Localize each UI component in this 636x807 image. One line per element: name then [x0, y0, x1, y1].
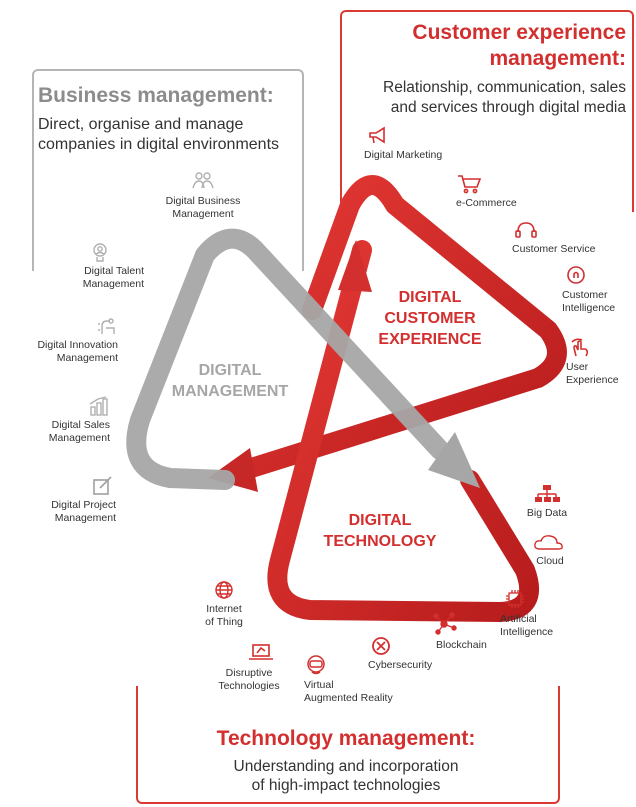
item-disruptive-technologies: Disruptive Technologies	[204, 642, 294, 693]
item-line1: Digital Marketing	[364, 149, 443, 161]
lightbulb-head-icon	[562, 266, 634, 286]
item-line1: Cybersecurity	[368, 659, 433, 671]
technology-description-line2: of high-impact technologies	[251, 777, 441, 794]
item-line1: Big Data	[526, 507, 568, 519]
item-line1: Artificial	[500, 613, 537, 625]
item-digital-sales-management: Digital Sales Management	[14, 396, 110, 445]
item-digital-talent-management: Digital Talent Management	[40, 242, 144, 291]
customer-description-line1: Relationship, communication, sales	[383, 79, 626, 96]
business-description: Direct, organise and manage companies in…	[38, 116, 280, 153]
hierarchy-icon	[512, 484, 582, 504]
item-internet-of-thing: Internet of Thing	[194, 580, 254, 629]
customer-description: Relationship, communication, sales and s…	[340, 78, 626, 118]
customer-box	[340, 10, 634, 212]
item-line1: Internet	[206, 603, 242, 615]
management-triangle	[126, 228, 450, 490]
business-title: Business management:	[38, 84, 274, 107]
item-line2: Intelligence	[562, 302, 616, 314]
vr-headset-icon	[304, 654, 424, 676]
cloud-icon	[520, 532, 580, 552]
item-line1: Digital Project	[51, 499, 116, 511]
item-digital-business-management: Digital Business Management	[128, 170, 278, 221]
item-line2: Management	[172, 208, 234, 220]
item-line1: Digital Sales	[51, 419, 110, 431]
digital-technology-label: DIGITAL TECHNOLOGY	[300, 510, 460, 552]
item-line1: Disruptive	[225, 667, 273, 679]
item-line1: Digital Business	[165, 195, 241, 207]
touch-icon	[566, 338, 634, 358]
management-label-line1: DIGITAL	[198, 362, 262, 379]
item-customer-intelligence: Customer Intelligence	[562, 266, 634, 315]
item-blockchain: Blockchain	[432, 612, 512, 652]
item-line2: Augmented Reality	[304, 692, 393, 704]
item-line2: Intelligence	[500, 626, 554, 638]
item-line1: Blockchain	[436, 639, 487, 651]
headset-icon	[512, 220, 612, 240]
item-line2: Experience	[566, 374, 619, 386]
digital-customer-experience-label: DIGITAL CUSTOMER EXPERIENCE	[360, 287, 500, 350]
item-line1: User	[566, 361, 589, 373]
customer-title-line2: management:	[489, 47, 626, 70]
technology-description-line1: Understanding and incorporation	[233, 758, 459, 775]
tech-label-line1: DIGITAL	[348, 512, 412, 529]
digital-management-label: DIGITAL MANAGEMENT	[150, 360, 310, 402]
management-label-line2: MANAGEMENT	[171, 383, 289, 400]
circuit-icon	[500, 588, 590, 610]
item-digital-marketing: Digital Marketing	[364, 126, 484, 162]
customer-description-line2: and services through digital media	[390, 99, 626, 116]
item-line1: Customer	[562, 289, 608, 301]
customer-title: Customer experience management:	[340, 20, 626, 72]
network-icon	[432, 612, 512, 636]
red-arrowhead-up	[338, 240, 372, 292]
talent-icon	[40, 242, 144, 262]
item-virtual-augmented-reality: Virtual Augmented Reality	[304, 654, 424, 705]
item-big-data: Big Data	[512, 484, 582, 520]
technology-title: Technology management:	[216, 727, 476, 750]
item-line1: Customer Service	[512, 243, 596, 255]
item-line2: Management	[48, 432, 110, 444]
customer-triangle	[235, 175, 567, 480]
item-artificial-intelligence: Artificial Intelligence	[500, 588, 590, 639]
edit-icon	[14, 476, 116, 496]
item-line2: Management	[82, 278, 144, 290]
laptop-icon	[204, 642, 294, 664]
sales-chart-icon	[14, 396, 110, 416]
megaphone-icon	[364, 126, 484, 146]
item-digital-innovation-management: Digital Innovation Management	[14, 316, 118, 365]
item-e-commerce: e-Commerce	[456, 174, 556, 210]
item-line2: Technologies	[218, 680, 280, 692]
item-line2: of Thing	[205, 616, 243, 628]
customer-title-line1: Customer experience	[412, 21, 626, 44]
tech-label-line2: TECHNOLOGY	[323, 533, 437, 550]
innovation-icon	[14, 316, 118, 336]
item-digital-project-management: Digital Project Management	[14, 476, 116, 525]
business-box	[32, 69, 304, 271]
shield-icon	[368, 636, 458, 656]
item-line1: Virtual	[304, 679, 334, 691]
item-line1: Digital Innovation	[37, 339, 118, 351]
grey-arrowhead	[428, 432, 480, 488]
people-icon	[128, 170, 278, 192]
cx-label-line2: CUSTOMER	[384, 310, 476, 327]
technology-triangle	[267, 240, 539, 622]
item-customer-service: Customer Service	[512, 220, 612, 256]
technology-description: Understanding and incorporation of high-…	[160, 757, 532, 795]
item-cybersecurity: Cybersecurity	[368, 636, 458, 672]
cart-icon	[456, 174, 556, 194]
item-user-experience: User Experience	[566, 338, 634, 387]
item-cloud: Cloud	[520, 532, 580, 568]
item-line1: Digital Talent	[84, 265, 144, 277]
item-line2: Management	[56, 352, 118, 364]
item-line2: Management	[54, 512, 116, 524]
cx-label-line3: EXPERIENCE	[378, 331, 482, 348]
cx-label-line1: DIGITAL	[398, 289, 462, 306]
item-line1: Cloud	[536, 555, 564, 567]
item-line1: e-Commerce	[456, 197, 517, 209]
technology-box	[136, 686, 560, 804]
globe-icon	[194, 580, 254, 600]
